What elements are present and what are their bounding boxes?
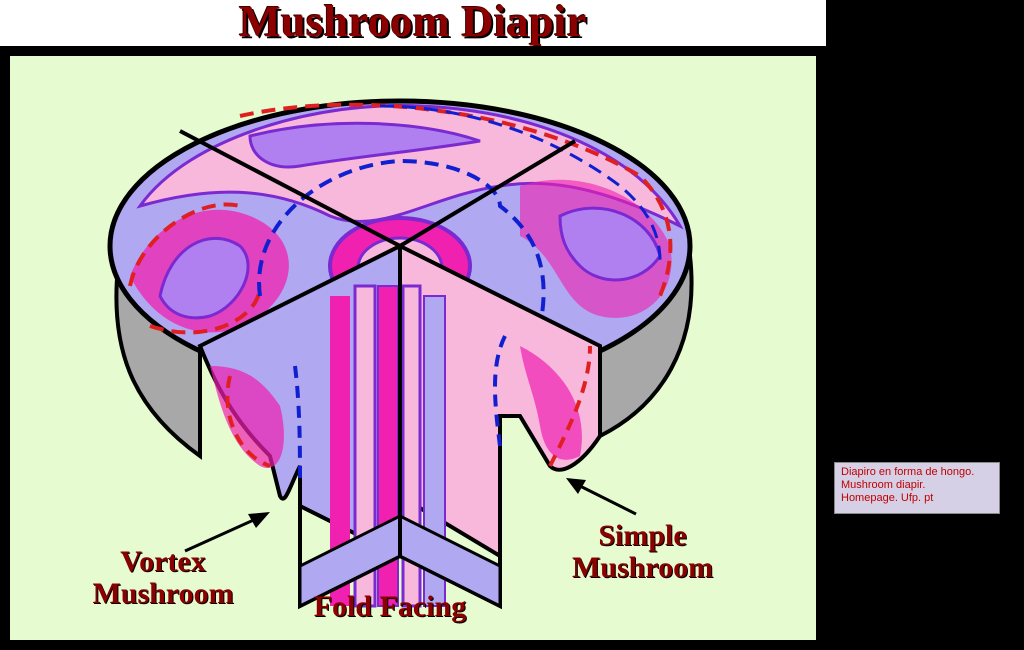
vortex-arrow-line xyxy=(184,516,259,553)
fold-facing-label: Fold Facing xyxy=(313,590,467,623)
blue-dash-vortex xyxy=(293,365,302,487)
stem-stripe-1 xyxy=(330,296,350,606)
slide: Mushroom Diapir xyxy=(0,0,826,650)
cut-line-right xyxy=(398,139,577,248)
top-purple-swirl xyxy=(248,121,481,169)
blue-dash-top xyxy=(257,158,546,327)
cut-line-left xyxy=(179,129,401,248)
simple-lobe xyxy=(520,346,582,460)
blue-dash-rim xyxy=(379,104,662,262)
slide-title: Mushroom Diapir xyxy=(239,0,587,46)
vortex-line-2: Mushroom xyxy=(92,577,234,610)
diagram-panel: Vortex Mushroom Fold Facing Simple Mushr… xyxy=(0,46,826,650)
blue-dash-simple xyxy=(493,335,507,447)
simple-mushroom-label: Simple Mushroom xyxy=(555,520,730,584)
stem-stripe-5 xyxy=(423,295,446,607)
simple-line-1: Simple xyxy=(598,519,687,552)
right-purple-swirl xyxy=(558,206,662,282)
red-dash-simple xyxy=(548,345,592,467)
vortex-line-1: Vortex xyxy=(120,545,206,578)
vortex-lobe xyxy=(210,366,284,468)
simple-arrow-head xyxy=(566,478,586,494)
right-cut-face xyxy=(398,242,602,560)
caption-box: Diapiro en forma de hongo. Mushroom diap… xyxy=(834,462,1000,514)
stem-stripe-2 xyxy=(353,284,377,608)
red-dash-top xyxy=(239,102,673,297)
red-dash-left xyxy=(128,202,262,335)
vortex-arrow-head xyxy=(248,512,270,528)
caption-line-2: Mushroom diapir. xyxy=(841,479,926,491)
mushroom-diapir-diagram xyxy=(6,52,820,644)
vortex-mushroom-label: Vortex Mushroom xyxy=(78,546,248,610)
simple-arrow-line xyxy=(579,484,637,516)
caption-line-1: Diapiro en forma de hongo. xyxy=(841,466,975,478)
simple-line-2: Mushroom xyxy=(571,551,714,584)
left-side-wall xyxy=(114,261,202,460)
left-purple-swirl xyxy=(158,236,250,320)
caption-line-3: Homepage. Ufp. pt xyxy=(841,492,934,504)
